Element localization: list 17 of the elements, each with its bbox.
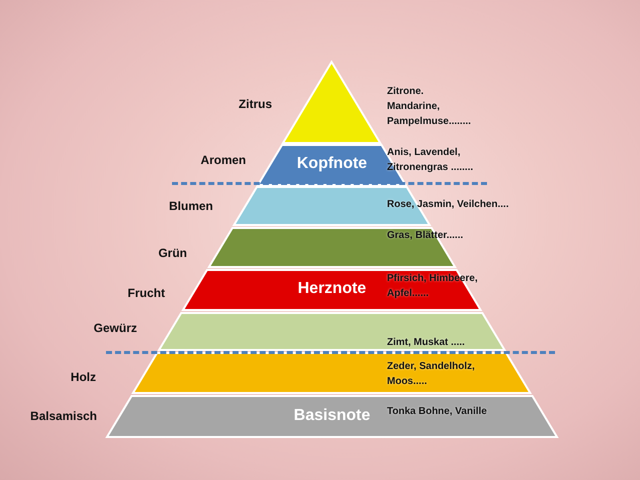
category-label: Zitrus xyxy=(238,97,272,111)
pyramid-layer xyxy=(159,313,505,350)
pyramid-layer xyxy=(183,270,481,310)
category-label: Holz xyxy=(70,370,96,384)
example-text: Tonka Bohne, Vanille xyxy=(387,405,488,419)
category-label: Blumen xyxy=(168,199,213,213)
pyramid-layer xyxy=(133,353,531,393)
example-text: Zimt, Muskat ..... xyxy=(387,336,466,350)
example-text: Rose, Jasmin, Veilchen.... xyxy=(387,198,510,212)
category-label: Frucht xyxy=(128,286,165,300)
example-text: Zeder, Sandelholz, Moos..... xyxy=(387,360,476,389)
category-label: Gewürz xyxy=(94,321,137,335)
pyramid-layer xyxy=(107,396,557,437)
pyramid-tip xyxy=(283,62,381,143)
category-label: Grün xyxy=(158,246,187,260)
category-label: Balsamisch xyxy=(30,409,97,423)
category-label: Aromen xyxy=(200,153,246,167)
